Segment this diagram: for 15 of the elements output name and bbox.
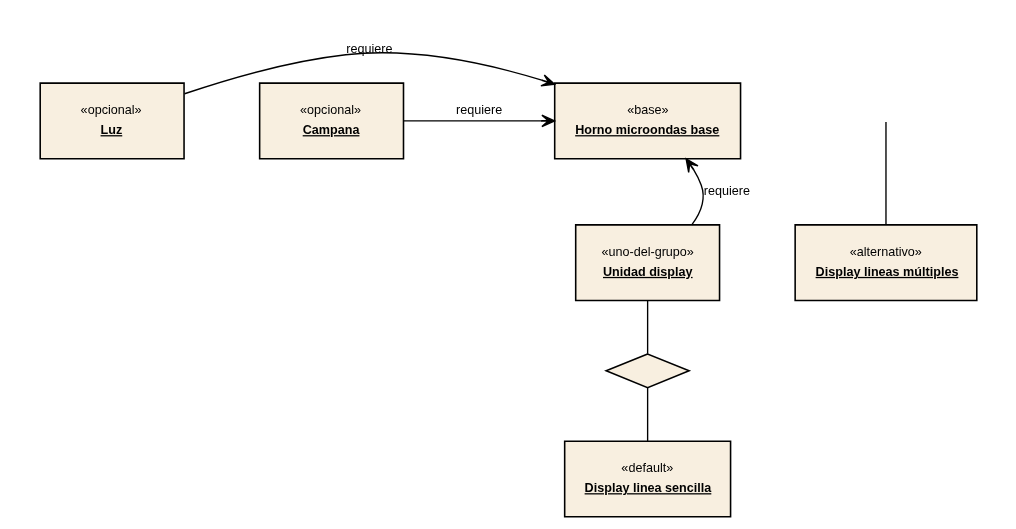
- edge-label: requiere: [703, 184, 750, 199]
- edge-label: requiere: [455, 103, 502, 118]
- node-box: «default» Display linea sencilla: [563, 440, 731, 518]
- node-box: «opcional» Campana: [258, 82, 404, 160]
- node-box: «opcional» Luz: [38, 82, 185, 160]
- arrow: [684, 158, 704, 226]
- node-box: «alternativo» Display lineas múltiples: [793, 224, 978, 302]
- connector: [646, 299, 648, 355]
- node-box: «base» Horno microondas base: [553, 82, 741, 160]
- connector: [646, 387, 648, 442]
- arrow: [402, 114, 555, 128]
- node-diamond: [603, 353, 691, 389]
- node-box: «uno-del-grupo» Unidad display: [574, 224, 720, 302]
- arrow: [183, 52, 555, 95]
- connector: [884, 121, 887, 226]
